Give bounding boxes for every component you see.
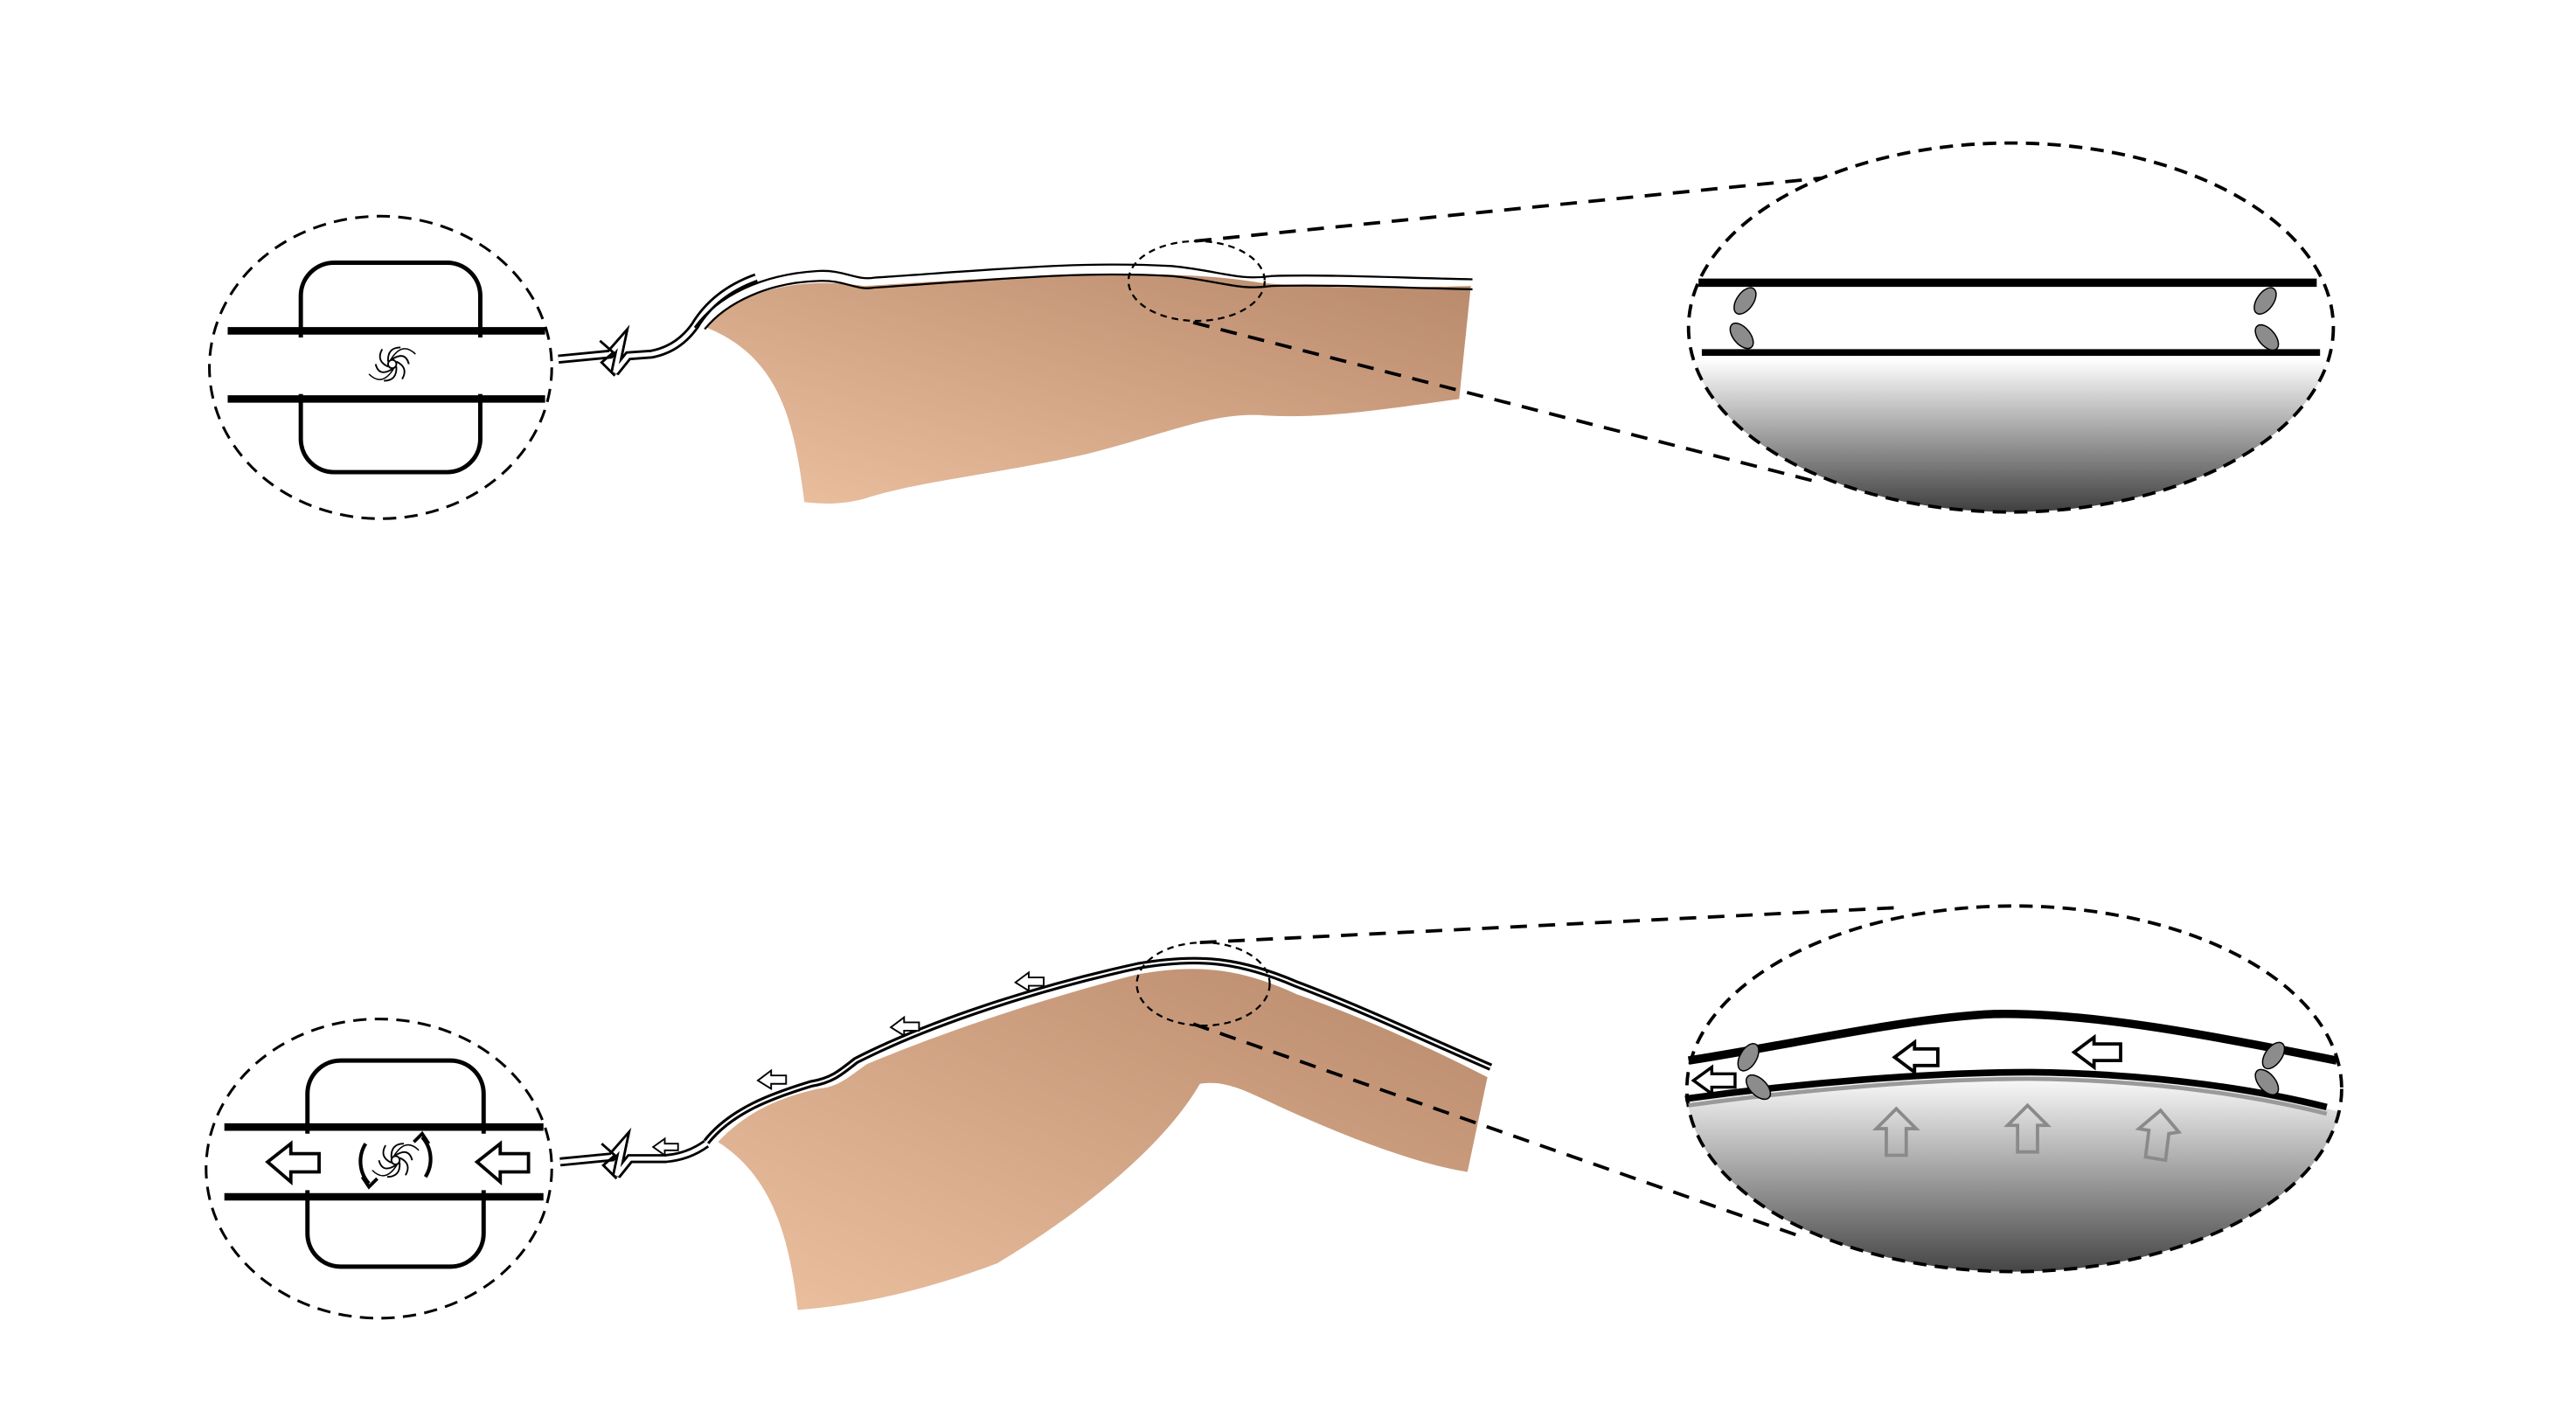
limb-active	[718, 969, 1488, 1310]
dressing-flow-arrows	[756, 970, 1045, 1091]
magnifier-callout-active	[1135, 906, 1899, 1239]
seal-left-upper	[1733, 287, 1757, 316]
seal-right-upper-active	[2261, 1041, 2286, 1070]
magnifier-callout-idle	[1127, 176, 1823, 484]
tube-flow-arrow	[651, 1136, 679, 1157]
tubing-active	[559, 1127, 710, 1180]
suction-arrow-right	[474, 1140, 531, 1186]
zoom-inset-active	[1684, 904, 2343, 1274]
flow-arrow-2	[889, 1015, 920, 1038]
lift-arrow-1	[1871, 1106, 1920, 1157]
flow-arrow-1	[756, 1068, 788, 1091]
exudate-arrow-2	[1892, 1039, 1940, 1076]
flow-arrow-3	[1014, 970, 1045, 992]
wound-tissue-idle	[1688, 358, 2334, 512]
pump-inset-idle	[208, 214, 553, 520]
seal-left-upper-active	[1737, 1042, 1760, 1072]
foam-layer-active	[1684, 1068, 2328, 1111]
exudate-arrow-3	[2071, 1033, 2122, 1071]
panel-idle	[208, 141, 2336, 520]
seal-left-lower	[1729, 322, 1754, 350]
zoom-inset-idle	[1686, 141, 2336, 514]
wound-tissue-active	[1686, 1072, 2342, 1272]
tissue-lift-arrows	[1871, 1102, 2183, 1163]
seal-right-upper	[2253, 287, 2277, 316]
dressing-edge-idle	[704, 273, 1473, 330]
pump-inset-active	[205, 1018, 553, 1320]
lift-arrow-3	[2135, 1108, 2183, 1163]
suction-arrow-left	[265, 1140, 321, 1186]
seal-right-lower-active	[2254, 1068, 2280, 1096]
seal-right-lower	[2254, 323, 2280, 351]
lift-arrow-2	[2003, 1102, 2052, 1154]
dressing-film-idle	[693, 263, 1473, 329]
limb-idle	[706, 274, 1471, 504]
drape-layer-active	[1687, 1010, 2338, 1065]
exudate-arrow-1	[1691, 1064, 1737, 1097]
seal-left-lower-active	[1745, 1074, 1772, 1101]
tubing-idle	[558, 273, 758, 377]
panel-active	[205, 904, 2343, 1320]
exudate-flow-arrows	[1691, 1033, 2122, 1097]
